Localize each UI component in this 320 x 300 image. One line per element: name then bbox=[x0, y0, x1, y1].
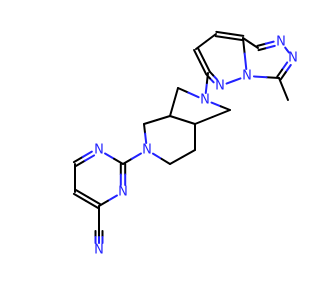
single-bond bbox=[151, 152, 163, 160]
single-bond bbox=[187, 91, 200, 99]
single-bond bbox=[286, 49, 290, 54]
single-bond bbox=[177, 87, 190, 94]
double-bond bbox=[257, 47, 268, 52]
nitrogen-atom-label: N bbox=[288, 51, 298, 66]
nitrogen-atom-label: N bbox=[276, 35, 286, 50]
single-bond bbox=[169, 156, 184, 165]
single-bond bbox=[195, 40, 207, 50]
double-bond bbox=[72, 155, 84, 164]
double-bond bbox=[256, 42, 267, 47]
nitrogen-atom-label: N bbox=[118, 185, 128, 200]
single-bond bbox=[219, 105, 231, 111]
single-bond bbox=[205, 33, 217, 43]
bond-layer bbox=[72, 30, 292, 244]
single-bond bbox=[252, 75, 268, 79]
double-bond bbox=[81, 150, 93, 158]
single-bond bbox=[98, 199, 109, 207]
single-bond bbox=[113, 157, 124, 165]
single-bond bbox=[122, 157, 133, 165]
double-bond bbox=[84, 199, 99, 209]
double-bond bbox=[87, 196, 102, 206]
double-bond bbox=[205, 73, 212, 80]
double-bond bbox=[208, 70, 215, 77]
double-bond bbox=[199, 60, 208, 75]
single-bond bbox=[243, 52, 248, 71]
single-bond bbox=[160, 157, 171, 165]
single-bond bbox=[282, 88, 289, 101]
nitrogen-atom-label: N bbox=[242, 69, 252, 84]
single-bond bbox=[130, 152, 142, 160]
double-bond bbox=[215, 30, 231, 35]
double-bond bbox=[228, 37, 244, 42]
single-bond bbox=[169, 101, 175, 117]
double-bond bbox=[264, 40, 275, 45]
single-bond bbox=[143, 123, 147, 135]
single-bond bbox=[173, 87, 179, 103]
single-bond bbox=[211, 109, 231, 118]
single-bond bbox=[210, 101, 222, 108]
single-bond bbox=[249, 42, 259, 49]
single-bond bbox=[225, 80, 235, 85]
diagram-background bbox=[0, 0, 300, 300]
double-bond bbox=[276, 68, 284, 78]
single-bond bbox=[242, 37, 252, 44]
single-bond bbox=[194, 116, 214, 125]
nitrogen-atom-label: N bbox=[215, 79, 225, 94]
single-bond bbox=[278, 77, 285, 90]
single-bond bbox=[143, 119, 158, 125]
double-bond bbox=[228, 32, 245, 37]
double-bond bbox=[284, 63, 292, 74]
double-bond bbox=[265, 44, 276, 50]
single-bond bbox=[181, 119, 196, 125]
single-bond bbox=[242, 37, 246, 55]
double-bond bbox=[193, 48, 202, 63]
single-bond bbox=[204, 82, 208, 95]
double-bond bbox=[75, 159, 87, 167]
single-bond bbox=[265, 76, 280, 79]
single-bond bbox=[169, 115, 184, 121]
nitrogen-atom-label: N bbox=[200, 93, 210, 108]
double-bond bbox=[84, 154, 96, 162]
double-bond bbox=[279, 71, 287, 81]
nitrogen-atom-label: N bbox=[142, 143, 152, 158]
single-bond bbox=[181, 149, 196, 158]
single-bond bbox=[104, 152, 116, 160]
single-bond bbox=[144, 132, 148, 145]
nitrogen-atom-label: N bbox=[94, 143, 104, 158]
single-bond bbox=[232, 77, 242, 82]
double-bond bbox=[202, 59, 211, 74]
double-bond bbox=[196, 47, 205, 62]
double-bond bbox=[214, 35, 231, 40]
double-bond bbox=[75, 189, 90, 199]
single-bond bbox=[106, 194, 118, 202]
double-bond bbox=[281, 61, 289, 71]
double-bond bbox=[72, 192, 87, 202]
single-bond bbox=[156, 115, 171, 121]
nitrogen-atom-label: N bbox=[94, 243, 104, 258]
